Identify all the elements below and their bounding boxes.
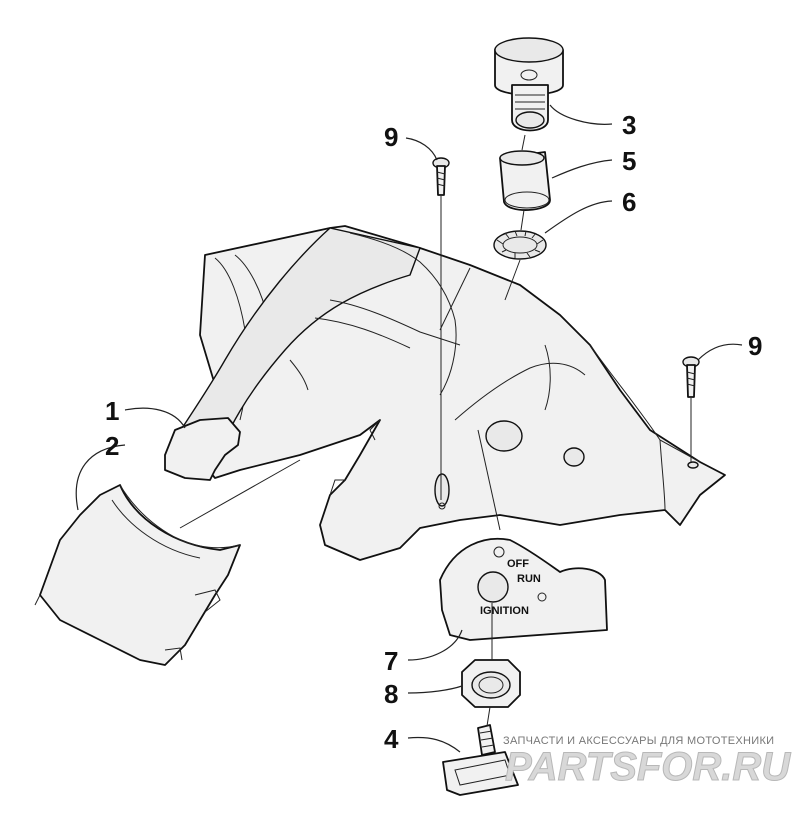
watermark-tagline: ЗАПЧАСТИ И АКСЕССУАРЫ ДЛЯ МОТОТЕХНИКИ [503,735,774,747]
watermark-logo: PARTSFOR.RU [505,745,791,789]
callout-2: 2 [105,431,119,461]
leader-lines [75,104,743,753]
part-6-lock-washer [493,230,547,260]
callout-labels: 1 2 3 5 6 9 9 7 8 4 [105,110,762,754]
part-2-cover [34,459,301,666]
part-9-screw-left [432,157,450,196]
part-5-bushing [499,150,551,211]
part-8-nut [461,659,521,708]
callout-9-left: 9 [384,122,398,152]
callout-6: 6 [622,187,636,217]
watermark: ЗАПЧАСТИ И АКСЕССУАРЫ ДЛЯ МОТОТЕХНИКИ PA… [503,735,792,790]
part-9-screw-right [682,356,700,398]
callout-1: 1 [105,396,119,426]
callout-8: 8 [384,679,398,709]
part-3-ignition-switch [494,37,564,132]
callout-7: 7 [384,646,398,676]
plate-run-label: RUN [517,573,541,585]
part-7-ignition-plate: OFF RUN IGNITION [439,537,608,641]
plate-off-label: OFF [507,558,529,570]
callout-4: 4 [384,724,399,754]
callout-3: 3 [622,110,636,140]
part-1-bracket [164,417,241,481]
dash-housing [164,225,726,561]
alignment-lines [440,134,692,727]
callout-5: 5 [622,146,636,176]
part-4-key [442,724,519,796]
plate-ignition-label: IGNITION [480,605,529,617]
callout-9-right: 9 [748,331,762,361]
